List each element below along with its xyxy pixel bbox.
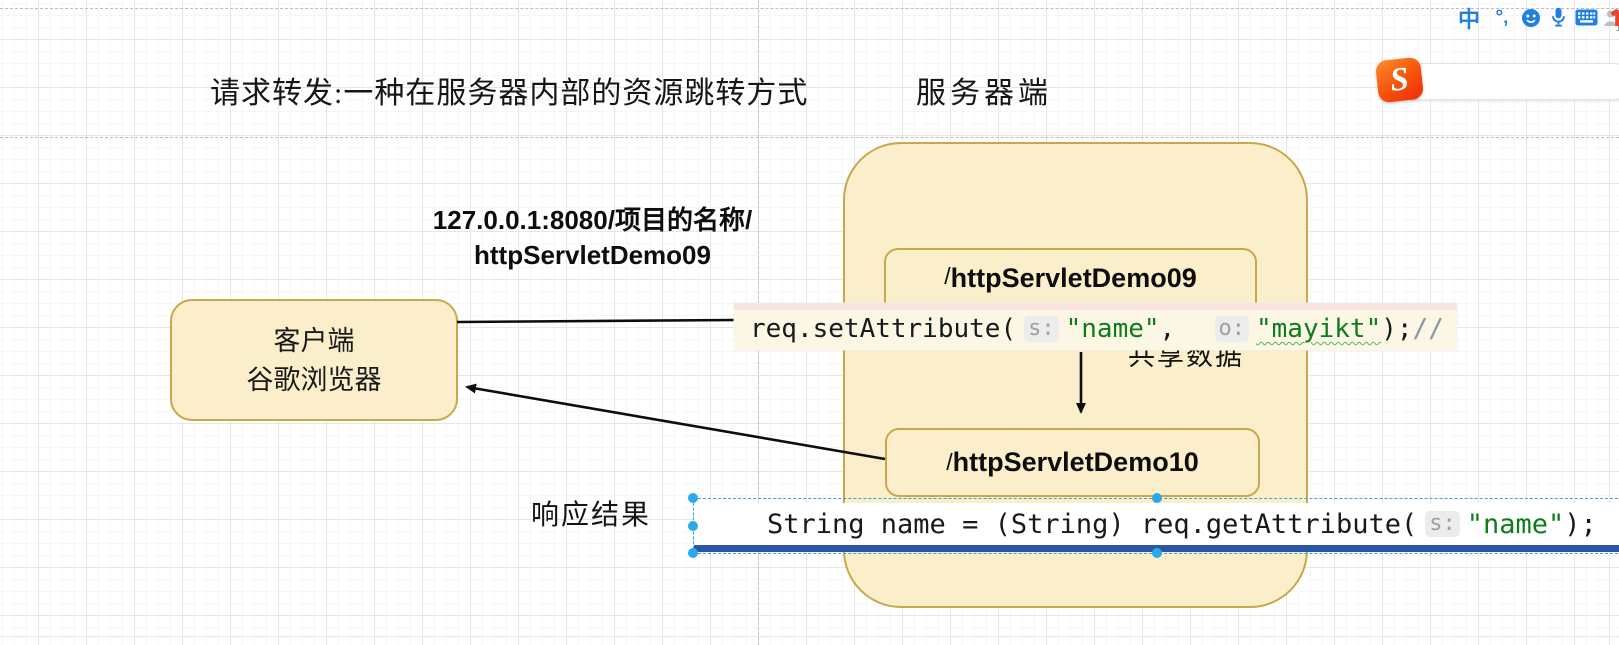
code-close2: );	[1564, 508, 1597, 540]
punctuation-mode-icon[interactable]: °‚	[1495, 6, 1509, 28]
request-url-line1: 127.0.0.1:8080/项目的名称/	[432, 205, 753, 235]
param-hint-o: o:	[1214, 316, 1249, 342]
servlet-demo10-box[interactable]: /httpServletDemo10	[885, 428, 1260, 497]
code-close: );	[1381, 314, 1413, 344]
server-side-label[interactable]: 服务器端	[916, 77, 1052, 110]
string-name: "name"	[1065, 314, 1160, 344]
code-call: req.setAttribute(	[750, 314, 1017, 344]
string-mayikt: "mayikt"	[1256, 314, 1382, 344]
request-url-line2: httpServletDemo09	[474, 240, 711, 270]
selection-handle-top-left[interactable]	[688, 493, 698, 503]
selection-handle-top-mid[interactable]	[1152, 493, 1162, 503]
code-statement: String name = (String) req.getAttribute(	[767, 508, 1418, 540]
client-label: 客户端	[273, 326, 355, 356]
chinese-mode-icon[interactable]: 中	[1457, 6, 1480, 32]
string-name2: "name"	[1466, 508, 1565, 540]
selection-handle-mid-left[interactable]	[688, 521, 698, 531]
skin-tshirt-icon[interactable]	[1609, 0, 1619, 35]
ide-breadcrumb-strip	[734, 303, 1457, 310]
servlet09-name: httpServletDemo09	[950, 263, 1197, 293]
request-url-text[interactable]: 127.0.0.1:8080/项目的名称/ httpServletDemo09	[400, 203, 785, 273]
emoji-icon[interactable]	[1519, 0, 1543, 35]
servlet10-name: httpServletDemo10	[952, 447, 1199, 477]
code-comma: ,	[1159, 314, 1207, 344]
response-result-label[interactable]: 响应结果	[531, 500, 652, 531]
param-hint-s: s:	[1024, 316, 1059, 342]
voice-input-icon[interactable]	[1548, 0, 1568, 35]
servlet10-slash: /	[946, 449, 953, 475]
user-count-badge: 19	[1615, 23, 1619, 33]
code-comment-slashes: //	[1412, 314, 1444, 344]
param-hint-s2: s:	[1425, 511, 1460, 537]
code-screenshot-set-attribute[interactable]: req.setAttribute( s:"name", o: "mayikt");/…	[734, 303, 1457, 350]
client-browser-label: 谷歌浏览器	[246, 365, 382, 395]
page-guide-line-top	[0, 8, 1619, 9]
page-guide-line-middle	[0, 137, 1619, 138]
servlet09-slash: /	[944, 263, 951, 289]
ime-toolbar	[1408, 63, 1619, 100]
diagram-title[interactable]: 请求转发:一种在服务器内部的资源跳转方式	[210, 77, 809, 110]
selection-handle-bottom-left[interactable]	[688, 548, 698, 558]
sogou-logo-icon[interactable]: S	[1374, 56, 1425, 104]
virtual-keyboard-icon[interactable]	[1573, 0, 1599, 35]
selection-handle-bottom-mid[interactable]	[1152, 548, 1162, 558]
code-screenshot-get-attribute[interactable]: String name = (String) req.getAttribute(…	[694, 503, 1619, 552]
client-box[interactable]: 客户端 谷歌浏览器	[170, 299, 458, 421]
